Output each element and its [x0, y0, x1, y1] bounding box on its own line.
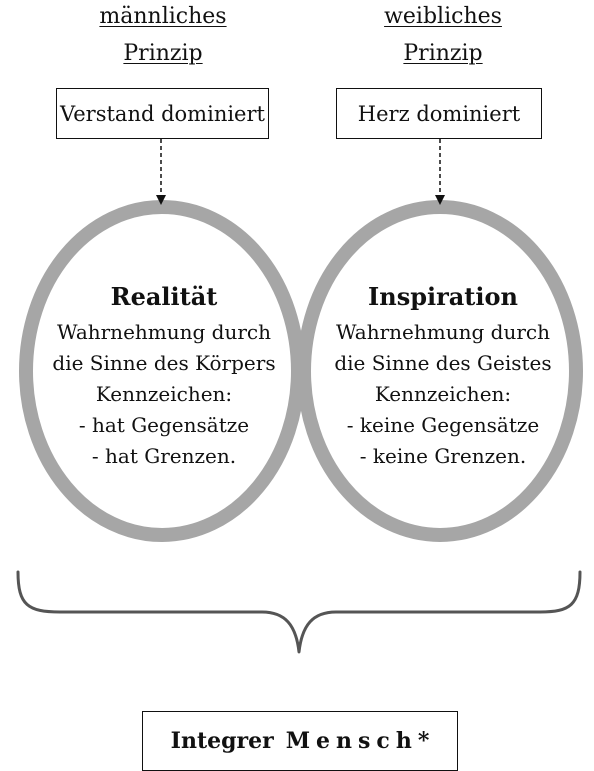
left-heading-line2: Prinzip: [123, 41, 203, 66]
right-circle-content: Inspiration Wahrnehmung durch die Sinne …: [334, 282, 551, 472]
left-circle-line: die Sinne des Körpers: [52, 351, 276, 375]
result-word1: Integrer: [170, 728, 274, 754]
right-circle-line: - keine Grenzen.: [359, 444, 527, 468]
left-circle-line: Kennzeichen:: [95, 382, 233, 406]
left-circle-line: - hat Gegensätze: [78, 413, 250, 437]
curly-brace: [16, 570, 582, 654]
result-suffix: *: [417, 728, 430, 754]
right-dominance-box: Herz dominiert: [336, 88, 542, 139]
left-dominance-box: Verstand dominiert: [56, 88, 269, 139]
right-circle-line: - keine Gegensätze: [346, 413, 540, 437]
right-circle-line: Kennzeichen:: [374, 382, 512, 406]
right-circle-line: die Sinne des Geistes: [334, 351, 552, 375]
left-circle-line: - hat Grenzen.: [91, 444, 237, 468]
right-ring: [297, 200, 583, 542]
left-box-label: Verstand dominiert: [60, 101, 265, 126]
left-heading-line1: männliches: [99, 4, 227, 29]
result-word2: Mensch: [285, 728, 418, 754]
result-box: Integrer Mensch *: [142, 711, 458, 771]
right-heading-line1: weibliches: [384, 4, 502, 29]
right-box-label: Herz dominiert: [357, 101, 521, 126]
right-circle-line: Wahrnehmung durch: [335, 320, 550, 344]
left-circle-content: Realität Wahrnehmung durch die Sinne des…: [52, 282, 275, 472]
right-circle-title: Inspiration: [368, 282, 518, 311]
left-circle-title: Realität: [110, 282, 218, 311]
right-heading-line2: Prinzip: [403, 41, 483, 66]
left-circle-line: Wahrnehmung durch: [57, 320, 271, 344]
